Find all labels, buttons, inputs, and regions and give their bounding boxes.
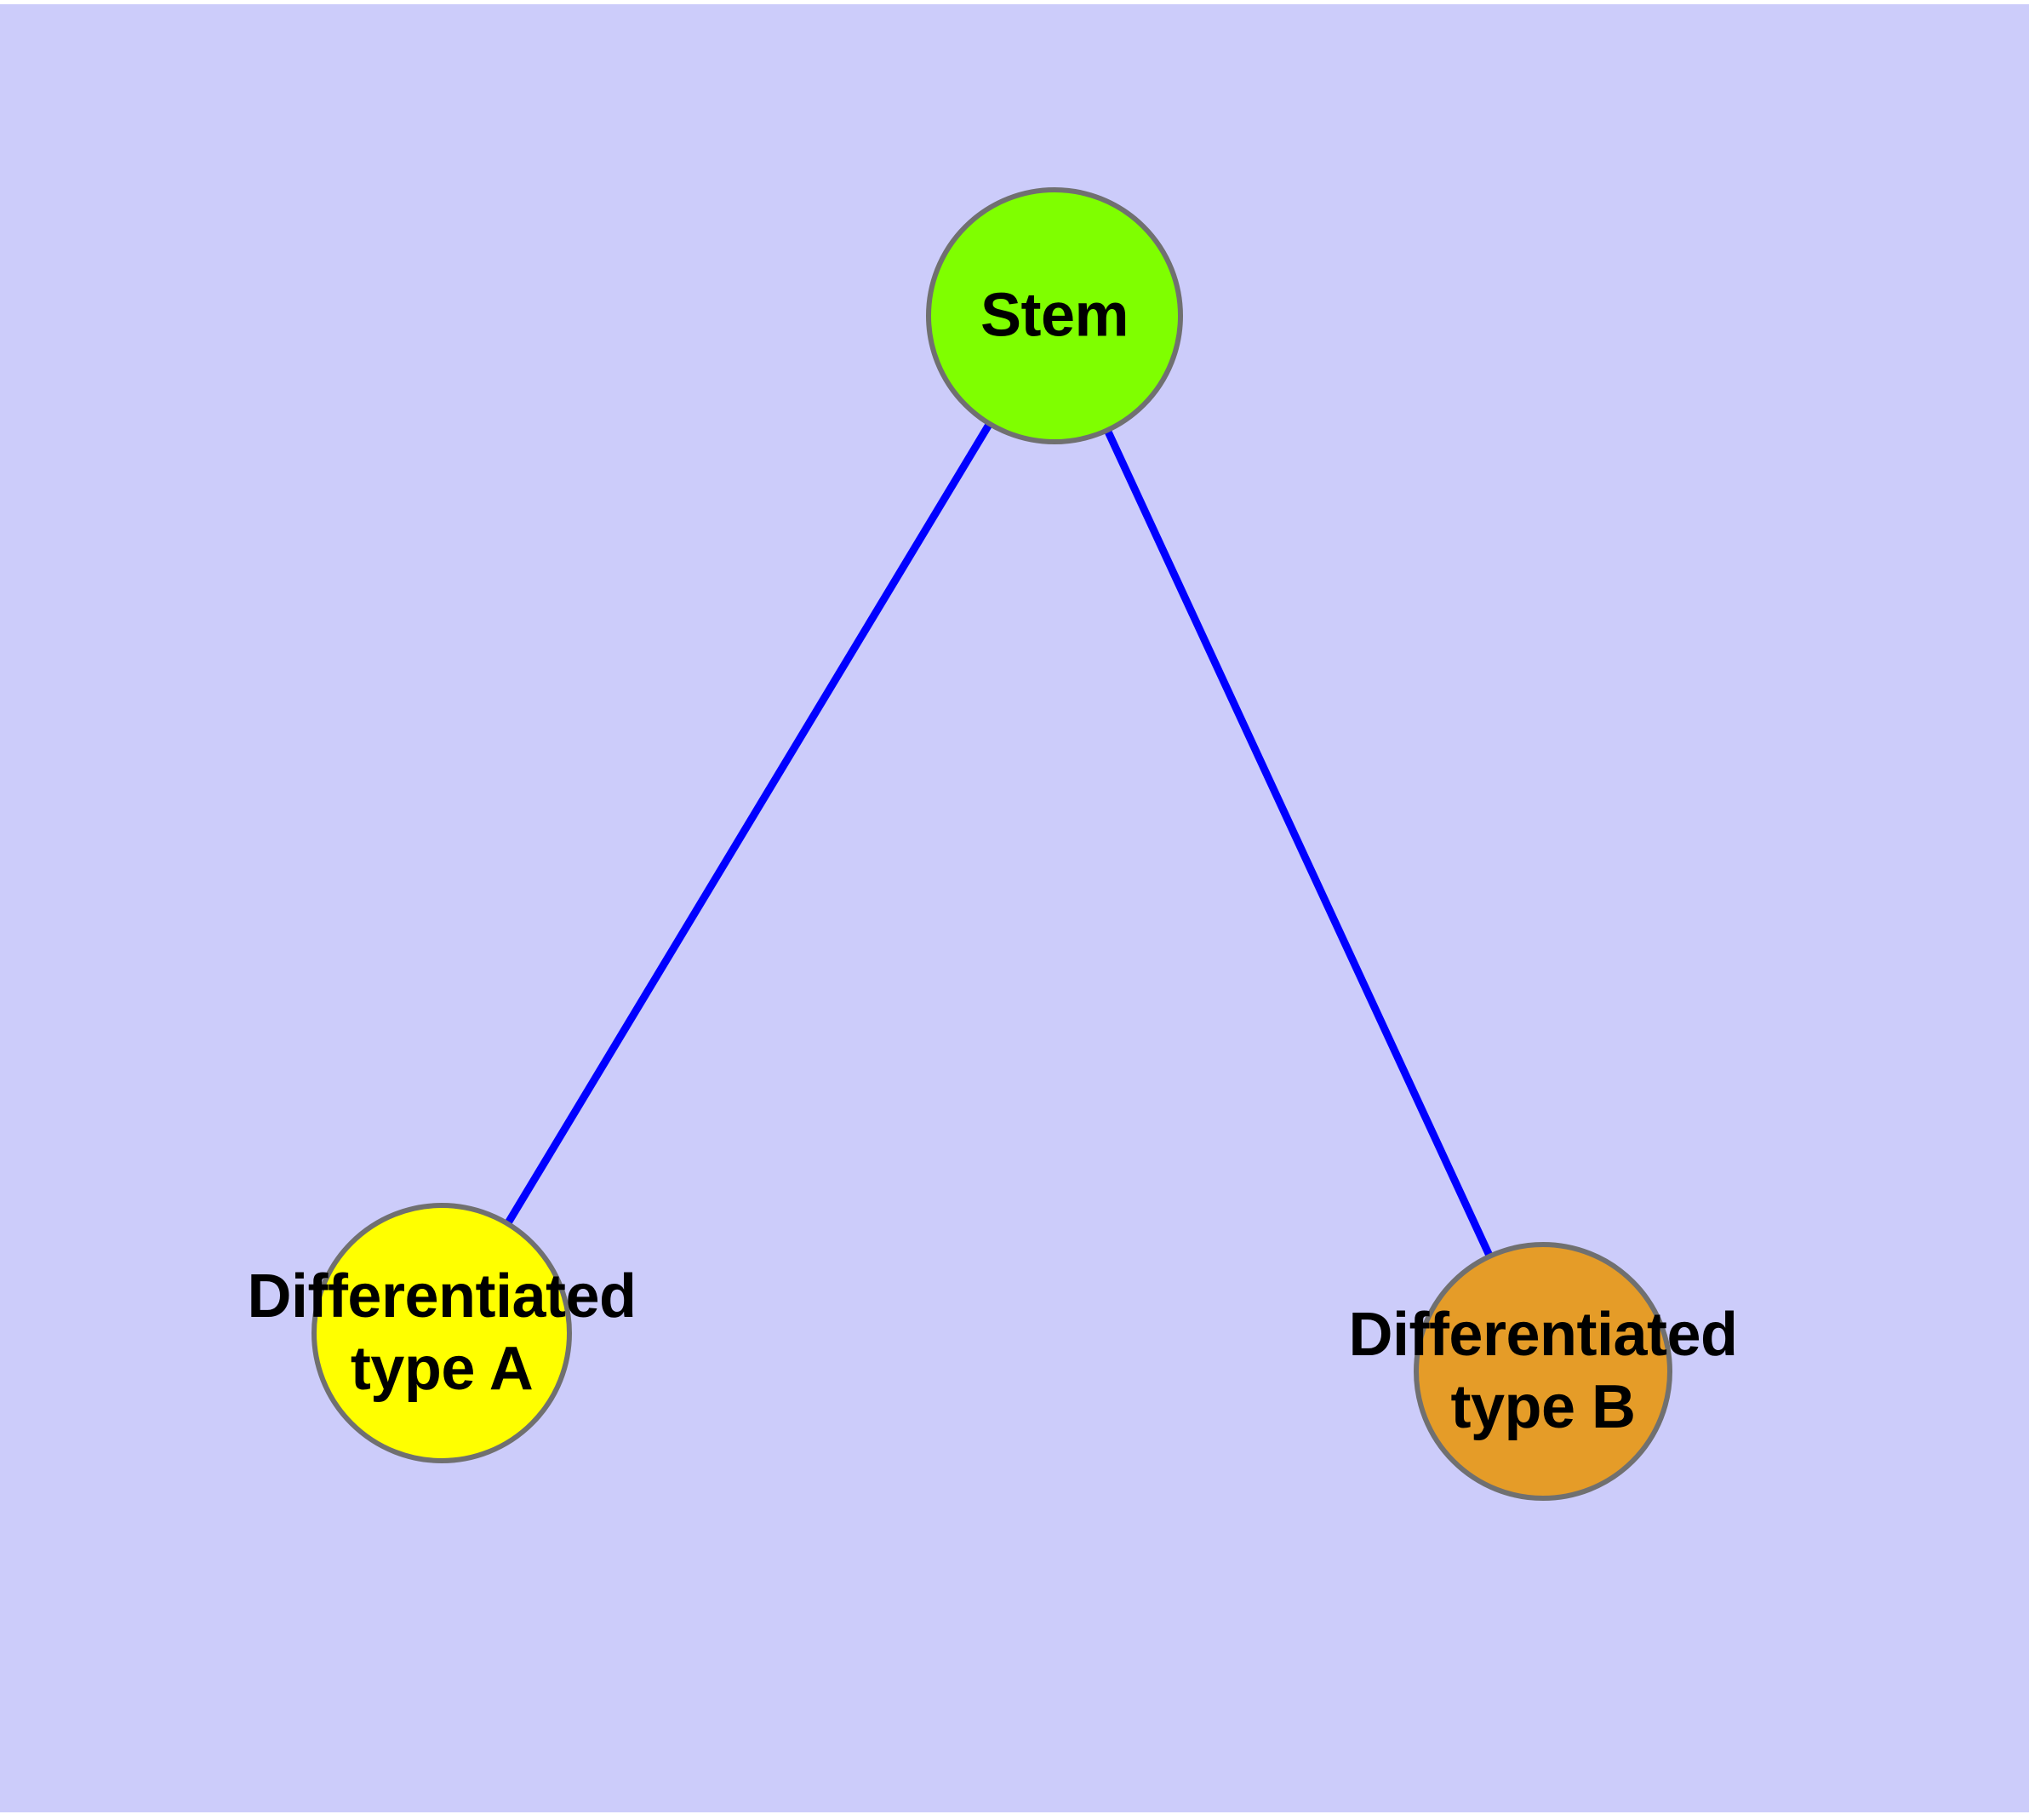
edge-layer bbox=[438, 313, 1547, 1373]
node-layer bbox=[311, 187, 1672, 1501]
edge-stem-diff-b[interactable] bbox=[1050, 314, 1547, 1373]
node-diff_b[interactable] bbox=[1414, 1242, 1672, 1501]
node-diff_a[interactable] bbox=[311, 1203, 572, 1463]
edge-stem-diff-a[interactable] bbox=[438, 313, 1058, 1336]
node-stem[interactable] bbox=[926, 187, 1183, 444]
